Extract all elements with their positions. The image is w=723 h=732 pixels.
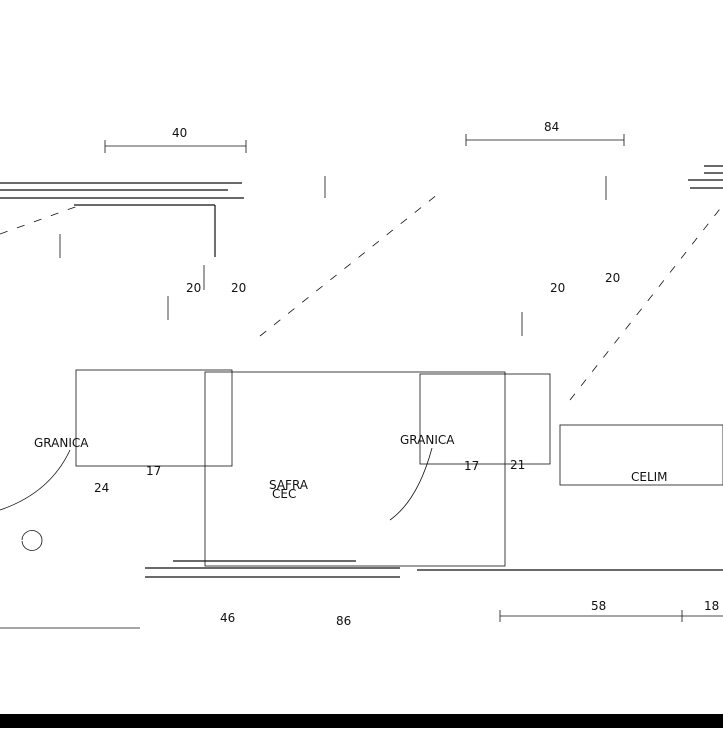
fixture-symbol-left bbox=[21, 530, 43, 551]
dim-label-bottom-right-b: 18 bbox=[704, 599, 719, 613]
room-outline-middle bbox=[204, 371, 506, 567]
footer-bar bbox=[0, 714, 723, 728]
dim-label-bottom-mid: 86 bbox=[336, 614, 351, 628]
value-label-a: 24 bbox=[94, 481, 109, 495]
value-label-b: 17 bbox=[146, 464, 161, 478]
room-label-middle: SAFRA bbox=[269, 478, 309, 492]
dashed-guide-right bbox=[569, 204, 723, 401]
value-label-e: 20 bbox=[186, 281, 201, 295]
room-label-left: GRANICA bbox=[34, 436, 89, 450]
value-label-f: 20 bbox=[231, 281, 246, 295]
room-outline-far-right bbox=[559, 424, 723, 486]
dim-label-top-left: 40 bbox=[172, 126, 187, 140]
dim-label-bottom-left: 46 bbox=[220, 611, 235, 625]
room-label-right: GRANICA bbox=[400, 433, 455, 447]
dashed-guide-mid bbox=[259, 193, 439, 337]
room-outline-right bbox=[419, 373, 551, 465]
dim-label-top-right: 84 bbox=[544, 120, 559, 134]
door-swing-middle bbox=[389, 447, 433, 521]
room-label-far-right: CELIM bbox=[631, 470, 668, 484]
value-label-c: 21 bbox=[510, 458, 525, 472]
dim-label-bottom-right-a: 58 bbox=[591, 599, 606, 613]
room-outline-left bbox=[75, 369, 233, 467]
value-label-h: 20 bbox=[605, 271, 620, 285]
door-swing-left bbox=[0, 449, 71, 511]
value-label-d: 17 bbox=[464, 459, 479, 473]
value-label-g: 20 bbox=[550, 281, 565, 295]
room-label-middle-sub: CEC bbox=[272, 487, 296, 501]
dashed-guide-left bbox=[0, 205, 79, 235]
